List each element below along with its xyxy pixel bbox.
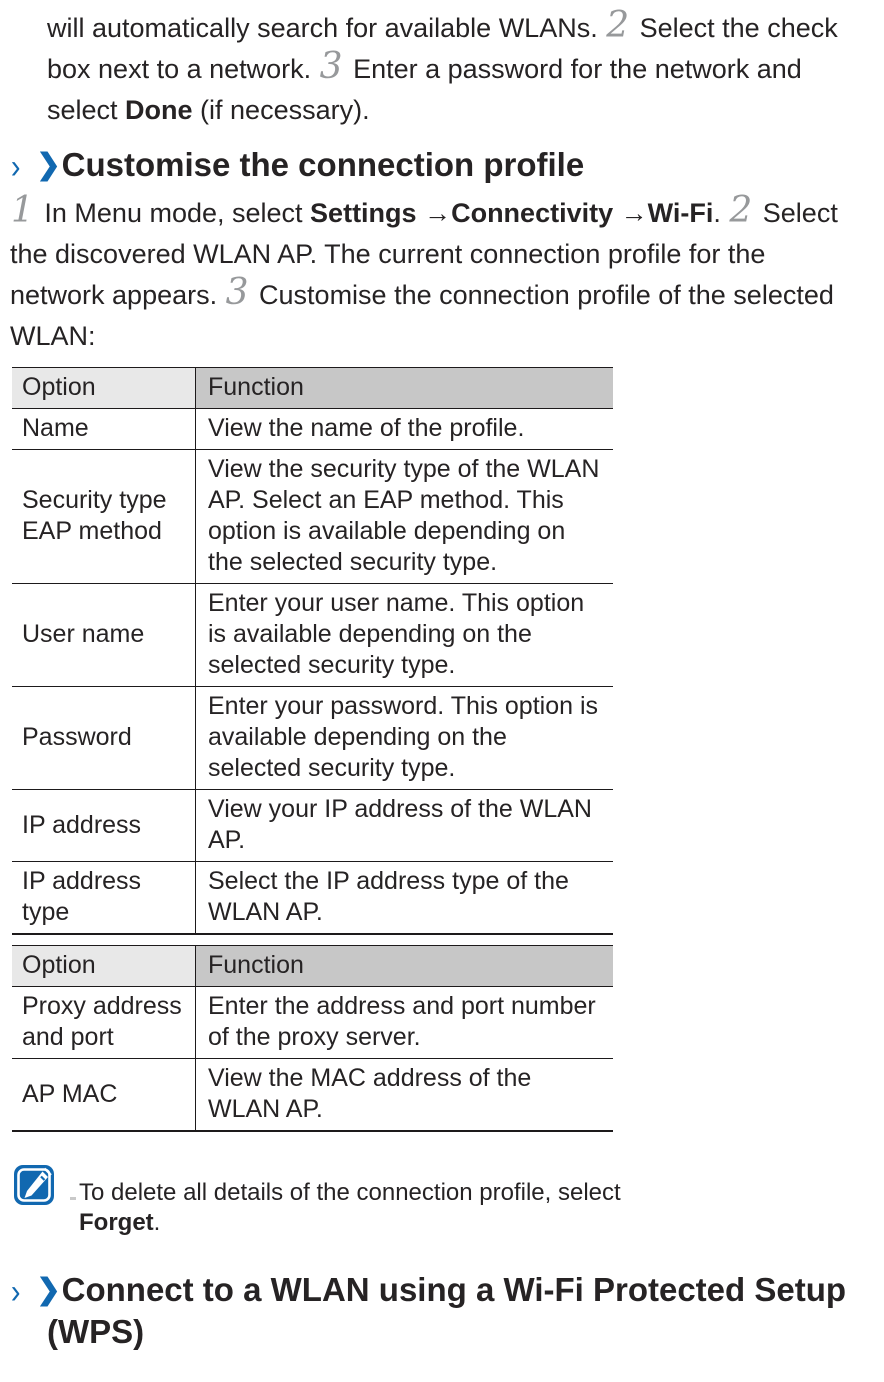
bold-run: Forget [79,1209,154,1236]
function-header-cell: Function [195,367,613,409]
step-number: 3 [319,46,343,87]
text-run: (if necessary). [192,95,370,125]
option-cell: Proxy address and port [22,992,182,1051]
option-cell: Password [12,686,196,790]
section-heading-customise: › ❯Customise the connection profile [10,145,884,187]
heading-arrow-icon: ❯ [36,1274,61,1306]
chevron-right-icon: › [10,1273,21,1311]
function-header-cell: Function [195,945,613,987]
function-cell: View the name of the profile. [195,408,613,450]
option-header-cell: Option [12,945,196,987]
option-cell: IP address [12,789,196,862]
chevron-right-icon: › [10,148,21,186]
text-run: → [613,198,648,228]
bold-run: Settings [310,198,417,228]
section-title: Customise the connection profile [61,146,585,183]
bold-run: Done [125,95,193,125]
text-run: . [713,198,729,228]
step-number: 2 [606,5,630,46]
text-run: Select the discovered WLAN AP. The curre… [10,198,838,310]
bold-run: Wi-Fi [647,198,714,228]
step-number: 2 [729,190,753,231]
function-cell: View the MAC address of the WLAN AP. [195,1058,613,1131]
option-cell: Name [22,414,89,442]
section-title: Connect to a WLAN using a Wi-Fi Protecte… [47,1271,847,1350]
step-number: 1 [11,190,34,231]
step-number: 3 [225,272,249,313]
bold-run: Connectivity [451,198,614,228]
steps-paragraph: 1 In Menu mode, select Settings →Connect… [10,193,866,357]
function-cell: View the security type of the WLAN AP. S… [195,449,613,584]
heading-arrow-icon: ❯ [36,149,61,181]
text-run: Select the check box next to a network. [47,13,838,84]
option-cell: IP address type [12,861,196,934]
function-cell: Select the IP address type of the WLAN A… [195,861,613,934]
text-run: → [416,198,452,228]
function-cell: Enter the address and port number of the… [195,986,613,1059]
function-cell: View your IP address of the WLAN AP. [195,789,613,862]
section-heading-wps: › ❯Connect to a WLAN using a Wi-Fi Protec… [10,1270,884,1352]
note-text: To delete all details of the connection … [79,1178,639,1238]
text-run: Enter a password for the network and sel… [47,54,802,125]
option-cell: AP MAC [12,1058,196,1131]
note-block: To delete all details of the connection … [13,1162,872,1238]
text-run: To delete all details of the connection … [79,1179,621,1206]
text-run: will automatically search for available … [47,13,606,43]
function-cell: Enter your password. This option is avai… [195,686,613,790]
option-header-cell: Option [12,367,196,409]
manual-page: will automatically search for available … [10,8,884,1352]
table-row: Name View the name of the profile. [12,408,613,450]
pen-note-icon [13,1162,57,1211]
option-cell: User name [12,583,196,687]
option-cell: Security type EAP method [12,449,196,584]
intro-paragraph: will automatically search for available … [47,8,869,131]
function-cell: Enter your user name. This option is ava… [195,583,613,687]
scan-artifact-dot [70,1197,76,1200]
text-run: . [153,1209,161,1236]
text-run: Customise the connection profile of the … [10,280,834,351]
text-run: In Menu mode, select [36,198,311,228]
